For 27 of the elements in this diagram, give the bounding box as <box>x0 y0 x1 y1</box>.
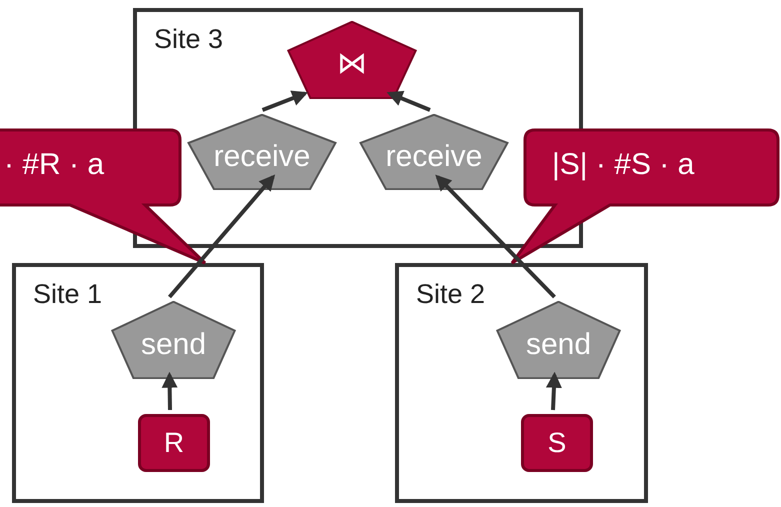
node-label: S <box>548 429 566 457</box>
node-label: R <box>164 429 184 457</box>
operator-pentagon <box>187 114 337 190</box>
site-label: Site 1 <box>33 281 102 308</box>
site-box <box>12 263 264 503</box>
relation-box <box>138 414 210 472</box>
join-symbol: ⋈ <box>337 49 367 79</box>
operator-pentagon <box>496 301 621 379</box>
node-label: send <box>140 330 206 360</box>
site-label: Site 3 <box>154 26 224 53</box>
node-label: receive <box>386 142 482 172</box>
callout-text: · #R · a <box>4 150 104 180</box>
operator-pentagon <box>111 301 236 379</box>
arrow <box>162 372 178 410</box>
relation-box <box>521 414 593 472</box>
site-box <box>395 263 648 503</box>
callout-text: |S| · #S · a <box>552 150 694 180</box>
operator-pentagon <box>359 114 509 190</box>
callout <box>510 128 780 265</box>
node-label: send <box>526 330 592 360</box>
arrow <box>168 174 276 298</box>
arrow <box>435 174 556 298</box>
arrow <box>386 90 431 112</box>
node-label: receive <box>214 142 310 172</box>
join-pentagon <box>287 21 417 99</box>
site-label: Site 2 <box>416 281 486 308</box>
arrow <box>262 90 308 112</box>
